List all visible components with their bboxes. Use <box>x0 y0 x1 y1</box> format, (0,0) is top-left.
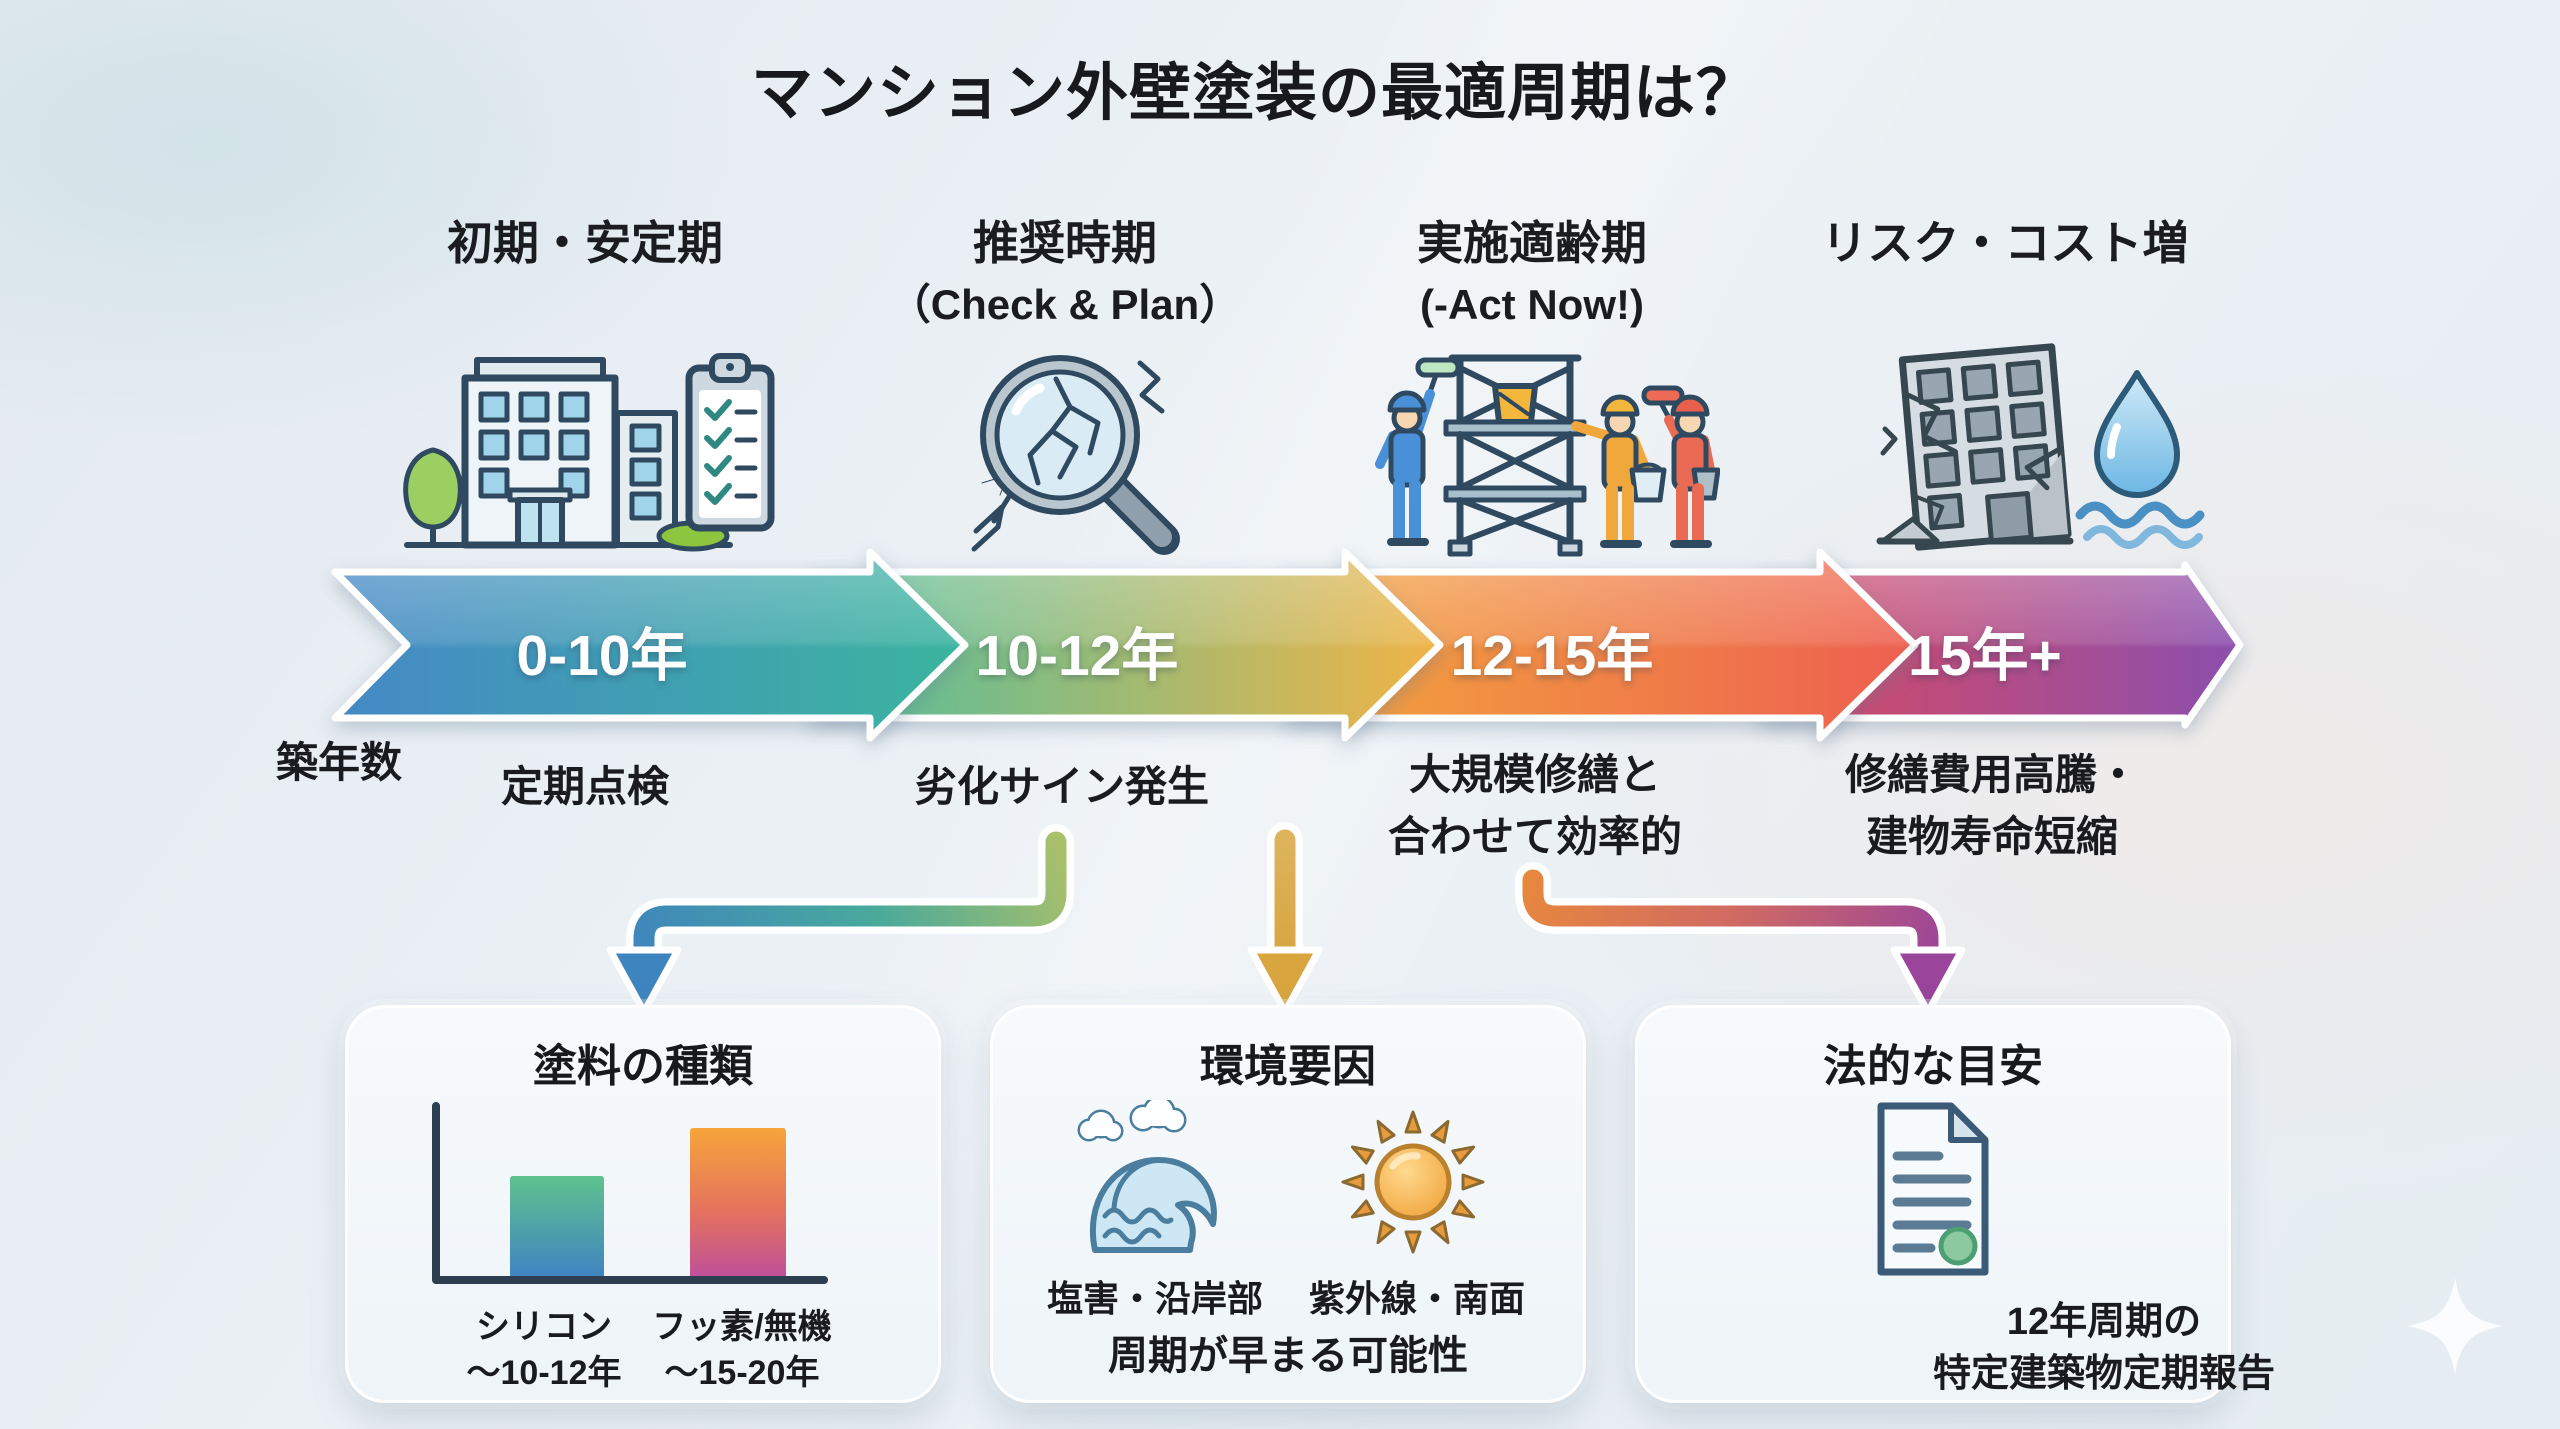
connector-right-arrowhead <box>1890 946 1966 1016</box>
cracked-magnifier-icon <box>971 355 1180 555</box>
sun-icon <box>1341 1110 1485 1254</box>
stage4-note: 修繕費用高騰・ 建物寿命短縮 <box>1844 751 2140 860</box>
building-checklist-icon <box>403 353 775 552</box>
stage4-years: 15年+ <box>1908 624 2062 688</box>
stage2-note: 劣化サイン発生 <box>914 763 1210 810</box>
stage3-subheader: (-Act Now!) <box>1420 281 1644 328</box>
connector-middle-arrowhead <box>1247 946 1323 1016</box>
connector-left <box>633 831 1067 963</box>
connector-right <box>1522 869 1939 963</box>
connector-arrows <box>606 822 1966 1016</box>
card-legal-title: 法的な目安 <box>1823 1042 2043 1091</box>
card-paint-types-title: 塗料の種類 <box>533 1042 753 1091</box>
stage3-years: 12-15年 <box>1450 624 1654 688</box>
damaged-building-leak-icon <box>1876 343 2205 551</box>
bar-silicone <box>510 1176 604 1280</box>
stage2-header: 推奨時期 （Check & Plan） <box>889 212 1241 336</box>
stage4-header-line: リスク・コスト増 <box>1821 217 2189 269</box>
stage1-header-line: 初期・安定期 <box>447 217 723 269</box>
stage2-years: 10-12年 <box>975 624 1179 688</box>
stage1-note: 定期点検 <box>500 763 670 810</box>
sparkle-icon <box>2407 1278 2503 1374</box>
bar-fluorine <box>690 1128 786 1280</box>
timeline-arrow <box>331 548 2244 742</box>
card-legal: 法的な目安 12年周期の 特定建築物定期報告 <box>1635 1005 2275 1403</box>
stage4-header: リスク・コスト増 <box>1821 212 2188 274</box>
env-item-coastal: 塩害・沿岸部 <box>1046 1278 1264 1319</box>
stage3-header: 実施適齢期 (-Act Now!) <box>1417 212 1647 336</box>
painters-scaffold-icon <box>1375 354 1720 557</box>
page-title: マンション外壁塗装の最適周期は？ <box>750 59 1760 128</box>
stage2-header-line: 推奨時期 <box>973 217 1157 269</box>
bar-fluorine-label: フッ素/無機 〜15-20年 <box>652 1308 832 1392</box>
connector-left-arrowhead <box>606 946 682 1016</box>
stage3-note: 大規模修繕と 合わせて効率的 <box>1387 751 1683 860</box>
paint-lifespan-bar-chart <box>432 1102 828 1284</box>
bar-silicone-label: シリコン 〜10-12年 <box>466 1308 622 1392</box>
card-environment-title: 環境要因 <box>1200 1042 1376 1091</box>
stage2-subheader: （Check & Plan） <box>888 281 1242 328</box>
stage1-years: 0-10年 <box>516 624 688 688</box>
axis-label: 築年数 <box>276 739 403 786</box>
stage3-header-line: 実施適齢期 <box>1417 217 1647 269</box>
report-document-icon <box>1877 1102 1989 1276</box>
card-environment: 環境要因 <box>990 1005 1586 1403</box>
env-footer: 周期が早まる可能性 <box>1108 1334 1468 1378</box>
coastal-wave-icon <box>1077 1100 1217 1253</box>
legal-text: 12年周期の 特定建築物定期報告 <box>1933 1301 2276 1395</box>
card-paint-types: 塗料の種類 シリコン 〜10-12年 フッ素/無機 〜15-20年 <box>345 1005 941 1403</box>
env-item-uv: 紫外線・南面 <box>1308 1278 1526 1319</box>
stage1-header: 初期・安定期 <box>447 212 723 274</box>
